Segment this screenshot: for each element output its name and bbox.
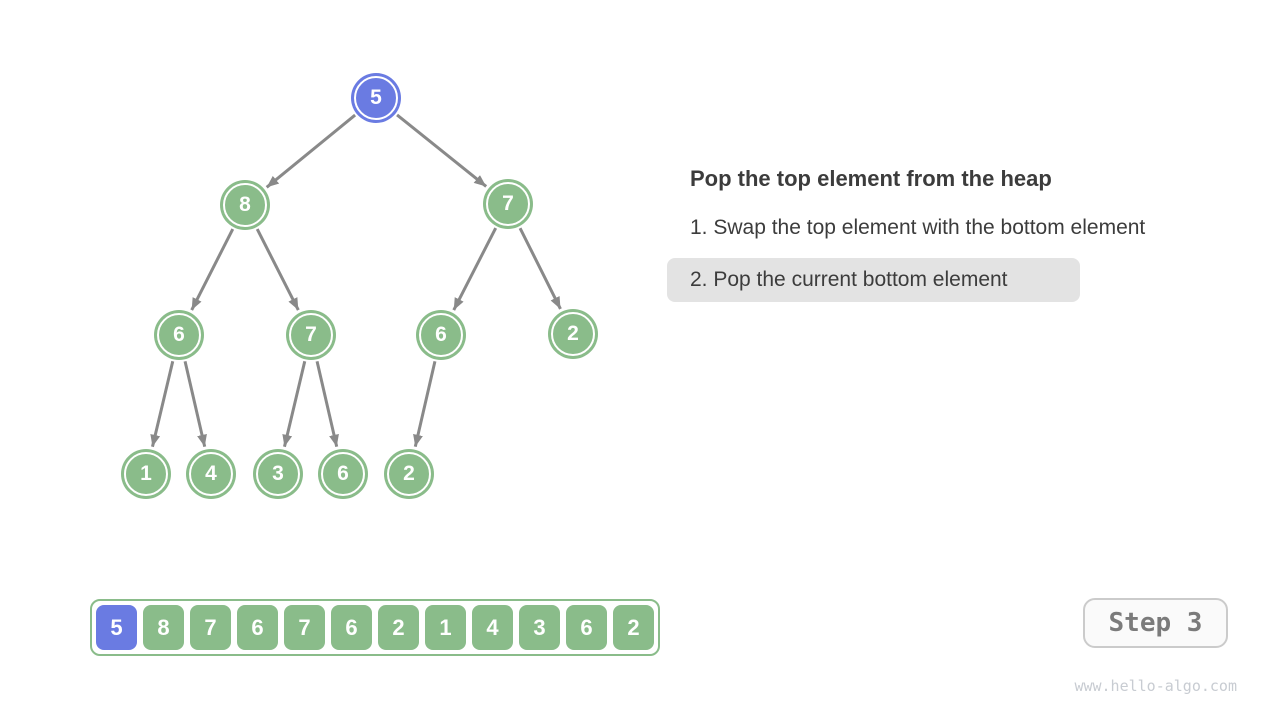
tree-edge (315, 360, 339, 448)
tree-edge (452, 227, 498, 311)
tree-node: 3 (256, 452, 300, 496)
tree-node: 6 (157, 313, 201, 357)
step-badge[interactable]: Step 3 (1083, 598, 1228, 648)
site-watermark: www.hello-algo.com (1074, 677, 1237, 695)
array-cell: 7 (190, 605, 231, 650)
array-cell: 6 (331, 605, 372, 650)
array-cell: 1 (425, 605, 466, 650)
tree-node: 6 (321, 452, 365, 496)
array-cell: 2 (613, 605, 654, 650)
instruction-step-2-highlight: 2. Pop the current bottom element (667, 258, 1080, 302)
instructions-title: Pop the top element from the heap (690, 166, 1052, 191)
tree-edge (255, 228, 300, 311)
tree-node: 6 (419, 313, 463, 357)
tree-node: 1 (124, 452, 168, 496)
tree-node: 2 (551, 312, 595, 356)
tree-edge (150, 360, 175, 448)
array-cell: 6 (566, 605, 607, 650)
tree-node: 5 (354, 76, 398, 120)
array-cell: 7 (284, 605, 325, 650)
tree-node: 7 (486, 182, 530, 226)
array-cell: 4 (472, 605, 513, 650)
tree-node: 2 (387, 452, 431, 496)
instruction-step-2-label: 2. Pop the current bottom element (690, 268, 1008, 291)
tree-edge (282, 360, 307, 448)
tree-node: 7 (289, 313, 333, 357)
instruction-step-1: 1. Swap the top element with the bottom … (690, 216, 1146, 239)
tree-edge (190, 228, 235, 311)
tree-edge (413, 360, 437, 448)
array-cell: 3 (519, 605, 560, 650)
tree-node: 8 (223, 183, 267, 227)
tree-edges (150, 113, 562, 448)
tree-edge (265, 113, 357, 189)
array-cell: 6 (237, 605, 278, 650)
array-cell: 2 (378, 605, 419, 650)
tree-edge (518, 227, 562, 310)
array-cell: 8 (143, 605, 184, 650)
tree-edge (183, 360, 207, 448)
tree-edge (396, 113, 488, 188)
tree-node: 4 (189, 452, 233, 496)
array-cell: 5 (96, 605, 137, 650)
